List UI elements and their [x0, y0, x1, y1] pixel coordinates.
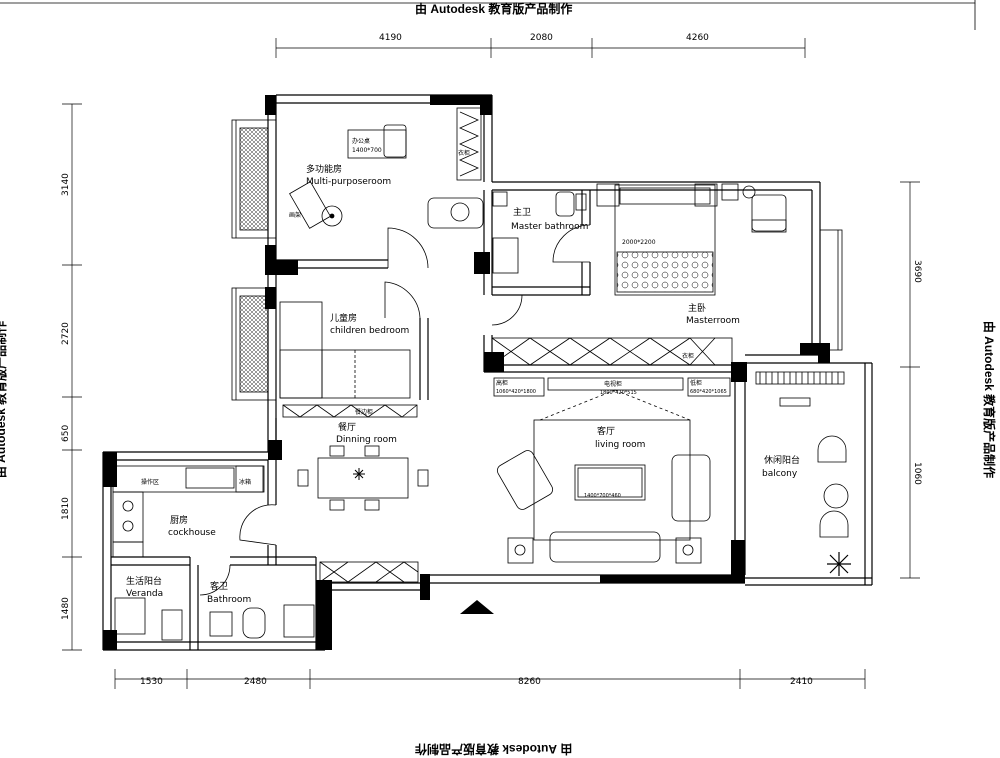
label-master-bath-en: Master bathroom: [511, 222, 588, 232]
label-desk-size: 1400*700: [352, 147, 382, 154]
dimension-top: [275, 38, 806, 58]
label-balcony-cn: 休闲阳台: [764, 454, 800, 466]
label-low-cabinet: 低柜: [690, 379, 702, 387]
label-multipurpose-en: Multi-purposeroom: [306, 177, 391, 187]
master-bath-fixtures: [492, 191, 587, 274]
label-bookshelf: 画架: [289, 211, 301, 219]
label-dining-en: Dinning room: [336, 435, 397, 445]
label-tv-cabinet: 电视柜: [604, 380, 622, 388]
dim-left-5: 1480: [61, 597, 71, 620]
dim-top-2: 2080: [530, 33, 553, 43]
windows: [231, 119, 843, 401]
label-coffee-table-size: 1400*700*460: [584, 493, 621, 499]
dim-right-2: 1060: [912, 462, 922, 485]
label-wardrobe-small: 衣柜: [458, 149, 470, 157]
dimension-left: [62, 103, 82, 651]
label-bathroom-en: Bathroom: [207, 595, 251, 605]
kitchen-furniture: [112, 465, 315, 641]
dim-bottom-1: 1530: [140, 677, 163, 687]
label-kitchen-cn: 厨房: [170, 514, 188, 526]
label-master-room-en: Masterroom: [686, 316, 740, 326]
children-furniture: [279, 301, 418, 418]
label-kitchen-en: cockhouse: [168, 528, 216, 538]
label-dining-cn: 餐厅: [338, 421, 356, 433]
sheet-border: [0, 0, 976, 4]
label-desk: 办公桌: [352, 137, 370, 145]
label-tall-cabinet: 高柜: [496, 379, 508, 387]
label-tall-cabinet-size: 1060*420*1800: [496, 389, 536, 395]
label-tv-cabinet-size: 1800*420*515: [600, 390, 637, 396]
balcony-furniture: [755, 371, 851, 576]
label-bathroom-cn: 客卫: [210, 580, 228, 592]
label-low-cabinet-size: 680*420*1065: [690, 389, 727, 395]
columns: [103, 95, 830, 650]
dim-bottom-3: 8260: [518, 677, 541, 687]
bed: [596, 183, 787, 296]
label-master-bath-cn: 主卫: [513, 206, 531, 218]
label-multipurpose-cn: 多功能房: [306, 163, 342, 175]
label-fridge: 冰箱: [239, 478, 251, 486]
label-sideboard: 餐边柜: [355, 408, 373, 416]
dimension-bottom: [114, 669, 866, 689]
desk: [289, 107, 484, 229]
dim-left-2: 2720: [61, 322, 71, 345]
label-balcony-en: balcony: [762, 469, 798, 479]
dining-furniture: [297, 445, 429, 583]
dim-top-3: 4260: [686, 33, 709, 43]
dim-left-3: 650: [61, 425, 71, 442]
label-children-cn: 儿童房: [330, 312, 357, 324]
dim-right-1: 3690: [912, 260, 922, 283]
label-children-en: children bedroom: [330, 326, 409, 336]
dim-left-1: 3140: [61, 173, 71, 196]
living-furniture: [493, 377, 731, 564]
entrance-arrow: [460, 600, 494, 614]
label-prep-area: 操作区: [141, 478, 159, 486]
dim-bottom-2: 2480: [244, 677, 267, 687]
dim-bottom-4: 2410: [790, 677, 813, 687]
label-veranda-en: Veranda: [126, 589, 163, 599]
label-bed-size: 2000*2200: [622, 239, 656, 246]
label-master-room-cn: 主卧: [688, 302, 706, 314]
doors: [199, 224, 591, 601]
walls: [102, 94, 873, 651]
dim-left-4: 1810: [61, 497, 71, 520]
dim-top-1: 4190: [379, 33, 402, 43]
label-living-en: living room: [595, 440, 645, 450]
label-veranda-cn: 生活阳台: [126, 575, 162, 587]
watermark-top: 由 Autodesk 教育版产品制作: [415, 2, 573, 16]
master-wardrobe: [491, 337, 733, 366]
label-wardrobe: 衣柜: [682, 352, 694, 360]
dimension-right: [900, 181, 920, 579]
label-living-cn: 客厅: [597, 425, 615, 437]
